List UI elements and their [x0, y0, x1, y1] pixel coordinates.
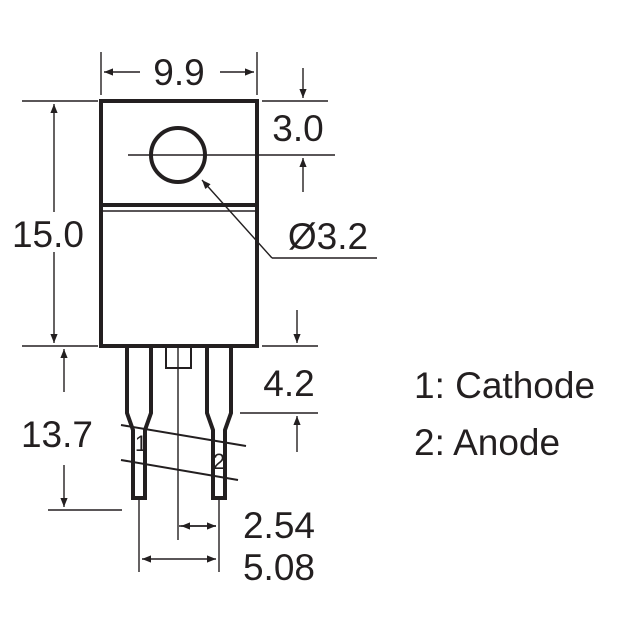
- dim-hole-diameter-label: Ø3.2: [288, 216, 368, 257]
- dim-hole-diameter: Ø3.2: [201, 179, 377, 259]
- dim-body-to-lead-label: 4.2: [263, 363, 314, 404]
- dim-hole-offset: 3.0: [262, 68, 328, 192]
- dim-pin-span-label: 5.08: [243, 547, 315, 588]
- pin1-number: 1: [135, 431, 147, 456]
- legend-pin2: 2: Anode: [414, 422, 560, 463]
- legend-pin1: 1: Cathode: [414, 365, 595, 406]
- dim-body-to-lead: 4.2: [240, 310, 318, 452]
- dim-width-label: 9.9: [153, 52, 204, 93]
- dim-lead-length-label: 13.7: [21, 414, 93, 455]
- dim-width: 9.9: [100, 52, 258, 95]
- dim-hole-offset-label: 3.0: [272, 108, 323, 149]
- dim-pin-span: 5.08: [138, 500, 315, 588]
- break-line-lower: [120, 459, 239, 481]
- pin2-number: 2: [213, 449, 225, 474]
- dim-body-height-label: 15.0: [12, 214, 84, 255]
- lead-pin1: [125, 346, 153, 500]
- dim-body-height: 15.0: [12, 100, 98, 347]
- dim-lead-length: 13.7: [21, 349, 122, 511]
- break-line-upper: [120, 424, 247, 447]
- package-outline: [99, 99, 259, 348]
- lead-pin2: [205, 346, 233, 500]
- leads: [120, 345, 247, 540]
- dim-pin-pitch-label: 2.54: [243, 505, 315, 546]
- dim-pin-pitch: 2.54: [179, 500, 315, 572]
